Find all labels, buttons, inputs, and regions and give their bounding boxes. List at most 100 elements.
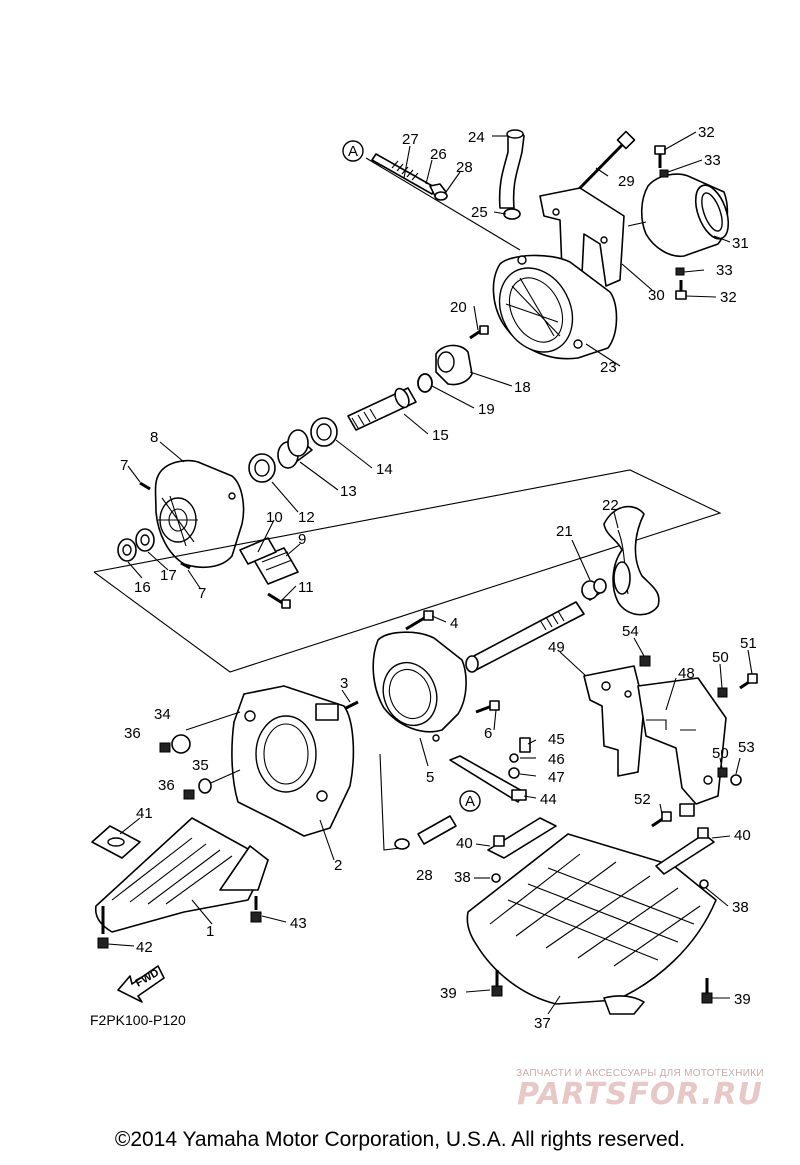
- callout-7-top: 7: [120, 457, 128, 474]
- part-24-hose: [498, 129, 525, 209]
- callout-25: 25: [471, 204, 488, 221]
- callout-54: 54: [622, 623, 639, 640]
- callout-27: 27: [402, 131, 419, 148]
- callout-50-bottom: 50: [712, 745, 729, 762]
- part-17-seal: [135, 528, 155, 552]
- callout-46: 46: [548, 751, 565, 768]
- callout-38-right: 38: [732, 899, 749, 916]
- callout-39-right: 39: [734, 991, 751, 1008]
- callout-12: 12: [298, 509, 315, 526]
- part-53-nut: [730, 774, 742, 786]
- part-20-bolt: [469, 325, 489, 340]
- callout-4: 4: [450, 615, 458, 632]
- callout-32-top: 32: [698, 124, 715, 141]
- part-25-clamp: [503, 208, 521, 220]
- part-5-housing: [372, 631, 467, 742]
- part-28-clamp-bottom: [394, 838, 410, 850]
- part-50-washer-bottom: [717, 767, 728, 778]
- callout-35: 35: [192, 757, 209, 774]
- callout-32-bottom: 32: [720, 289, 737, 306]
- callout-9: 9: [298, 531, 306, 548]
- part-39-bolt-right: [701, 978, 713, 1004]
- part-42-bolt: [97, 906, 109, 949]
- callout-16: 16: [134, 579, 151, 596]
- callout-24: 24: [468, 129, 485, 146]
- part-37-grate: [466, 833, 717, 1015]
- part-35-washer: [198, 778, 212, 794]
- callout-26: 26: [430, 146, 447, 163]
- callout-44: 44: [540, 791, 557, 808]
- part-1-ride-plate: [94, 817, 269, 933]
- callout-52: 52: [634, 791, 651, 808]
- part-30-bracket: [539, 187, 653, 291]
- part-52-bolt: [651, 811, 672, 828]
- callout-14: 14: [376, 461, 393, 478]
- callout-30: 30: [648, 287, 665, 304]
- part-32-bolt-bottom: [675, 280, 687, 300]
- part-44-plate: [449, 755, 527, 803]
- part-shaft-lower: [417, 815, 457, 845]
- part-7-pin-bottom: [180, 561, 191, 570]
- ref-a-bottom-label: A: [465, 793, 475, 810]
- callout-31: 31: [732, 235, 749, 252]
- callout-1: 1: [206, 923, 214, 940]
- leader-34: [185, 711, 241, 731]
- part-48-plate: [637, 677, 727, 817]
- callout-41: 41: [136, 805, 153, 822]
- callout-48: 48: [678, 665, 695, 682]
- watermark-brand: PARTSFOR.RU: [517, 1077, 763, 1112]
- callout-36-bottom: 36: [158, 777, 175, 794]
- callout-40-left: 40: [456, 835, 473, 852]
- leader-lines: [107, 131, 753, 1015]
- callout-18: 18: [514, 379, 531, 396]
- part-33-nut-top: [659, 169, 669, 178]
- ref-a-top-label: A: [348, 143, 358, 160]
- fwd-arrow-icon: [117, 965, 165, 1003]
- part-54-bolt: [639, 655, 651, 667]
- part-2-housing: [231, 685, 355, 837]
- callout-49: 49: [548, 639, 565, 656]
- callout-7-bottom: 7: [198, 585, 206, 602]
- part-46-washer: [509, 753, 519, 763]
- part-45-fitting: [519, 737, 531, 753]
- callout-47: 47: [548, 769, 565, 786]
- part-11-bolt: [267, 592, 291, 609]
- callout-11: 11: [298, 579, 314, 596]
- callout-28-bottom: 28: [416, 867, 433, 884]
- callout-33-top: 33: [704, 152, 721, 169]
- callout-19: 19: [478, 401, 495, 418]
- part-40-bracket-left: [487, 817, 557, 859]
- callout-23: 23: [600, 359, 617, 376]
- callout-21: 21: [556, 523, 573, 540]
- part-7-pin-top: [139, 481, 151, 491]
- callout-39-left: 39: [440, 985, 457, 1002]
- part-28-clamp-top: [434, 191, 448, 201]
- part-32-bolt-top: [654, 145, 666, 168]
- callout-36-top: 36: [124, 725, 141, 742]
- callout-3: 3: [340, 675, 348, 692]
- part-34-washer: [171, 734, 191, 754]
- part-16-seal: [117, 538, 137, 562]
- ref-circle-a-top: [342, 140, 364, 162]
- part-14-bearing: [310, 417, 338, 447]
- leader-28-lower: [379, 753, 401, 851]
- part-29-bolt: [576, 130, 636, 192]
- callout-10: 10: [266, 509, 283, 526]
- callout-42: 42: [136, 939, 153, 956]
- part-31-nozzle: [627, 173, 730, 258]
- part-33-nut-bottom: [675, 267, 685, 276]
- part-13-sleeve: [277, 429, 313, 469]
- part-driveshaft: [465, 601, 585, 673]
- part-15-shaft: [347, 387, 417, 431]
- part-8-housing: [154, 459, 245, 569]
- callout-20: 20: [450, 299, 467, 316]
- callout-15: 15: [432, 427, 449, 444]
- part-12-bearing: [248, 453, 276, 483]
- part-19-oring: [417, 373, 433, 393]
- callout-34: 34: [154, 706, 171, 723]
- callout-33-bottom: 33: [716, 262, 733, 279]
- ref-circle-a-bottom: [459, 790, 481, 812]
- callout-8: 8: [150, 429, 158, 446]
- callout-17: 17: [160, 567, 177, 584]
